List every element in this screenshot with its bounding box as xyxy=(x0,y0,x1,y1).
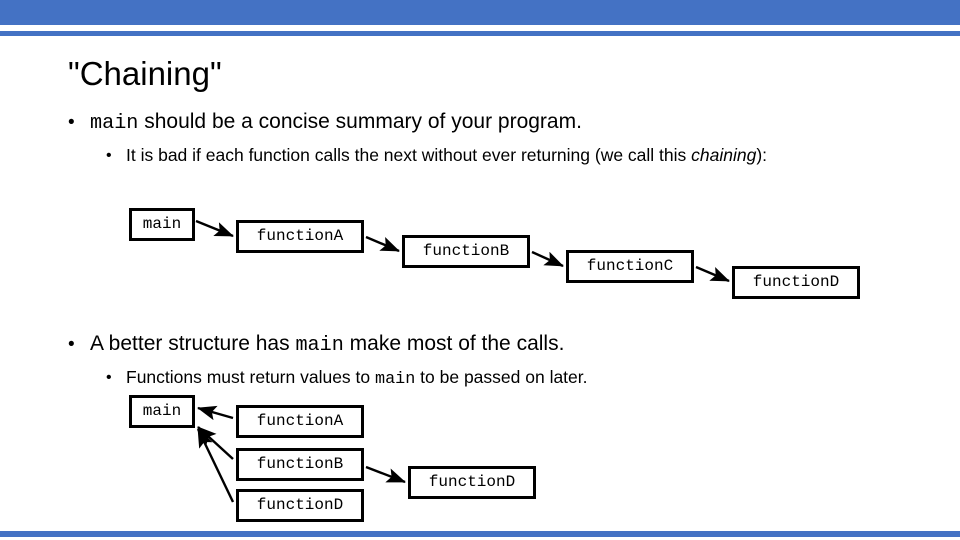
bullet-marker: • xyxy=(106,369,112,386)
chaining-arrow-functionC-to-functionD xyxy=(695,265,730,283)
better-node-main: main xyxy=(129,395,195,428)
chaining-arrow-main-to-functionA xyxy=(195,219,234,238)
bullet-text: It is bad if each function calls the nex… xyxy=(126,145,768,165)
chaining-node-functionA: functionA xyxy=(236,220,364,253)
better-arrow-functionD2-to-main xyxy=(196,428,235,503)
better-node-functionB2: functionB xyxy=(236,448,364,481)
better-arrow-functionB2-to-functionD3 xyxy=(365,465,406,484)
bullet-marker: • xyxy=(106,147,112,164)
chaining-node-functionC: functionC xyxy=(566,250,694,283)
better-arrow-functionA2-to-main xyxy=(197,405,234,421)
bullet-text: Functions must return values to main to … xyxy=(126,367,588,389)
top-accent-bar-thick xyxy=(0,0,960,25)
better-arrow-functionB2-to-main xyxy=(197,426,234,460)
bullet-item-3: • A better structure has main make most o… xyxy=(68,330,564,360)
bullet-text: main should be a concise summary of your… xyxy=(90,110,582,135)
chaining-node-functionB: functionB xyxy=(402,235,530,268)
bullet-item-2: • It is bad if each function calls the ne… xyxy=(106,144,866,167)
better-node-functionD3: functionD xyxy=(408,466,536,499)
chaining-node-main: main xyxy=(129,208,195,241)
bullet-marker: • xyxy=(68,112,75,133)
chaining-arrow-functionB-to-functionC xyxy=(531,250,564,268)
bullet-item-1: • main should be a concise summary of you… xyxy=(68,108,582,138)
slide-title: "Chaining" xyxy=(68,55,222,92)
top-accent-bar-thin xyxy=(0,31,960,36)
chaining-arrow-functionA-to-functionB xyxy=(365,235,400,253)
better-node-functionD2: functionD xyxy=(236,489,364,522)
bullet-text: A better structure has main make most of… xyxy=(90,332,565,357)
better-node-functionA2: functionA xyxy=(236,405,364,438)
bullet-marker: • xyxy=(68,334,75,355)
bottom-accent-bar xyxy=(0,531,960,537)
bullet-item-4: • Functions must return values to main to… xyxy=(106,366,866,391)
chaining-node-functionD: functionD xyxy=(732,266,860,299)
